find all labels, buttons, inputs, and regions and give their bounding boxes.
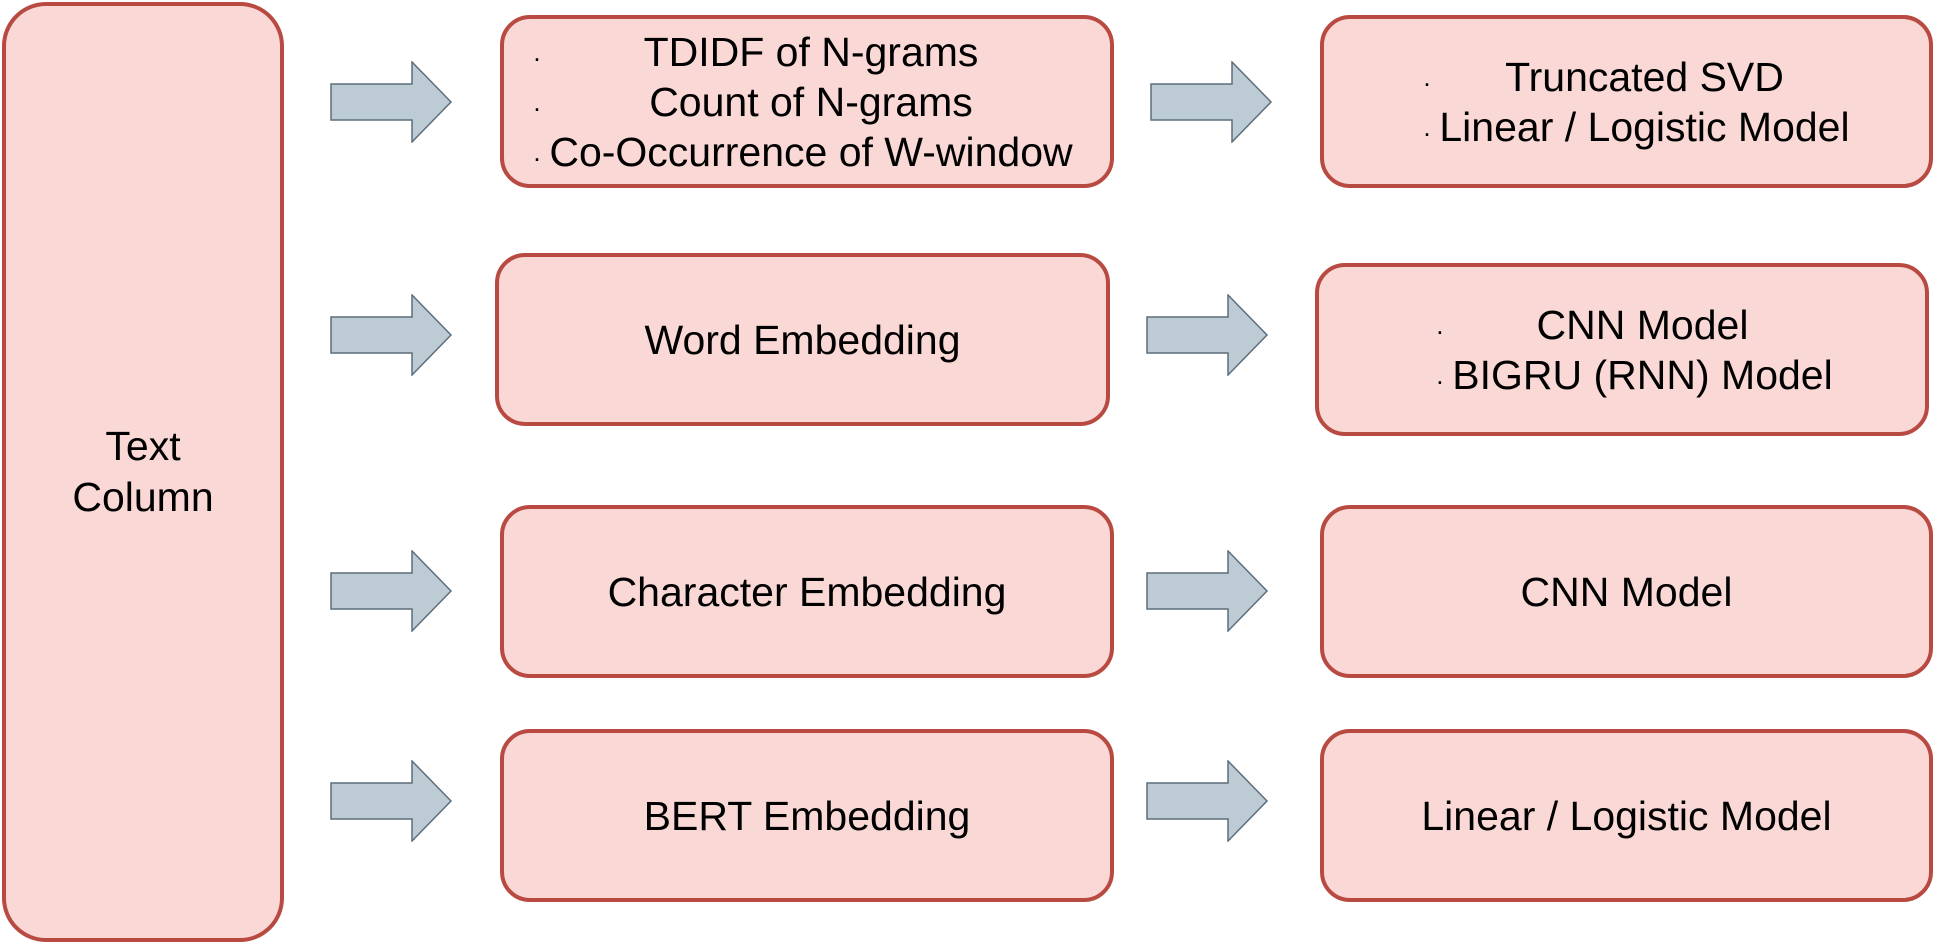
model-label: Linear / Logistic Model [1421,792,1832,839]
feature-label: Word Embedding [644,316,961,363]
feature-item: . Co-Occurrence of W-window [533,128,1073,175]
bullet: . [1423,61,1431,92]
model-item: . Linear / Logistic Model [1423,103,1850,150]
bullet: . [1436,309,1444,340]
model-item: . CNN Model [1436,301,1749,348]
feature-item: . TDIDF of N-grams [533,28,979,75]
model-box-svd-linear: . Truncated SVD . Linear / Logistic Mode… [1320,15,1933,188]
arrow-icon [330,61,453,143]
text-column-label: Text Column [72,423,214,520]
text-column-box: Text Column [2,2,284,942]
feature-box-ngrams: . TDIDF of N-grams . Count of N-grams . … [500,15,1114,188]
bullet: . [1436,359,1444,390]
arrow-icon [1150,61,1273,143]
model-list: . Truncated SVD . Linear / Logistic Mode… [1423,52,1849,152]
model-label: CNN Model [1520,568,1733,615]
model-box-cnn: CNN Model [1320,505,1933,678]
bullet: . [533,36,541,67]
arrow-icon [330,760,453,842]
model-box-cnn-bigru: . CNN Model . BIGRU (RNN) Model [1315,263,1929,436]
model-item: . BIGRU (RNN) Model [1436,351,1833,398]
feature-box-character-embedding: Character Embedding [500,505,1114,678]
arrow-icon [1146,294,1269,376]
feature-list: . TDIDF of N-grams . Count of N-grams . … [533,27,1080,177]
model-box-linear-logistic: Linear / Logistic Model [1320,729,1933,902]
bullet: . [533,136,541,167]
arrow-icon [330,294,453,376]
bullet: . [1423,111,1431,142]
feature-label: BERT Embedding [643,792,971,839]
feature-box-word-embedding: Word Embedding [495,253,1110,426]
bullet: . [533,86,541,117]
arrow-icon [330,550,453,632]
feature-box-bert-embedding: BERT Embedding [500,729,1114,902]
feature-label: Character Embedding [607,568,1007,615]
arrow-icon [1146,760,1269,842]
feature-item: . Count of N-grams [533,78,973,125]
model-item: . Truncated SVD [1423,53,1784,100]
arrow-icon [1146,550,1269,632]
model-list: . CNN Model . BIGRU (RNN) Model [1436,300,1832,400]
